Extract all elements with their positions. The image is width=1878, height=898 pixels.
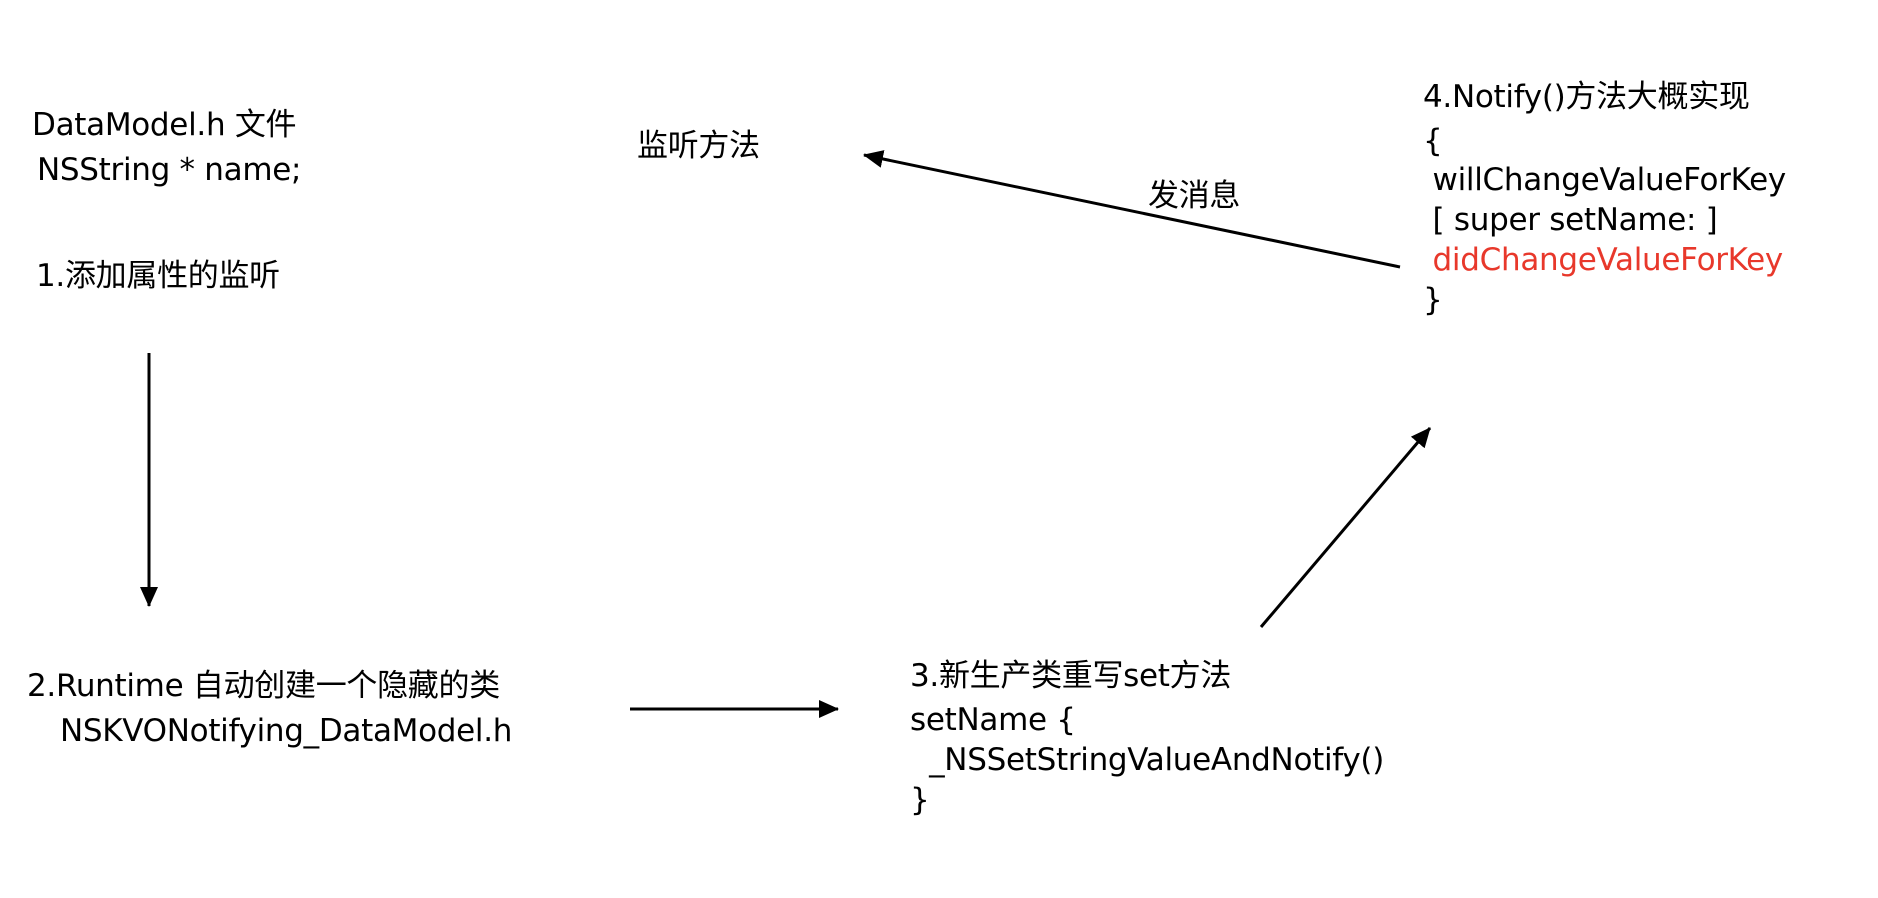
- node4-code-did-change: didChangeValueForKey: [1423, 242, 1784, 278]
- node2-title: 2.Runtime 自动创建一个隐藏的类: [27, 668, 500, 704]
- node4-title: 4.Notify()方法大概实现: [1423, 79, 1750, 115]
- node4-code-open: {: [1423, 123, 1443, 159]
- node4-code-close: }: [1423, 282, 1443, 318]
- node4-code-will-change: willChangeValueForKey: [1423, 162, 1787, 198]
- arrow-step3-to-step4: [1259, 427, 1432, 628]
- send-message-label: 发消息: [1148, 178, 1241, 214]
- node1-step-label: 1.添加属性的监听: [36, 258, 280, 294]
- node1-filename: DataModel.h 文件: [32, 107, 297, 143]
- node2-class-name: NSKVONotifying_DataModel.h: [60, 713, 513, 749]
- node3-title: 3.新生产类重写set方法: [910, 658, 1232, 694]
- node3-code-line3: }: [910, 782, 930, 818]
- arrow-step4-to-listener: [863, 150, 1401, 269]
- node4-code-super-set: [ super setName: ]: [1423, 202, 1718, 238]
- node3-code-line2: _NSSetStringValueAndNotify(): [910, 742, 1384, 778]
- node1-property: NSString * name;: [37, 152, 302, 188]
- node3-code-line1: setName {: [910, 702, 1076, 738]
- listener-method-label: 监听方法: [637, 128, 760, 164]
